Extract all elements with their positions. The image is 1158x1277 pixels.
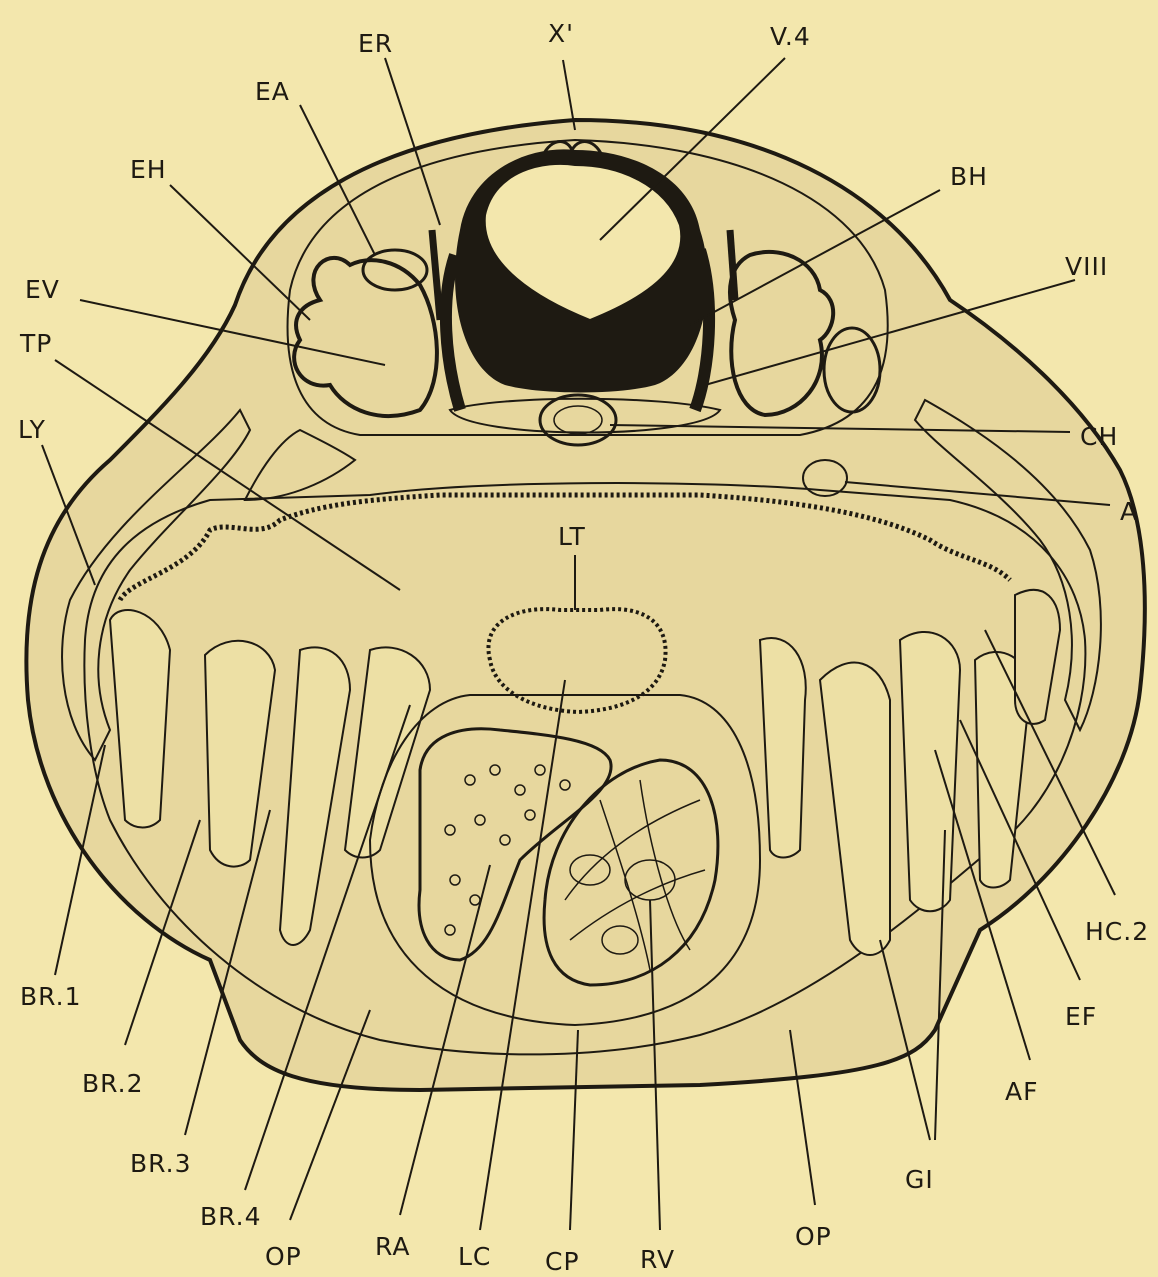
label-ra: RA (375, 1232, 410, 1261)
label-hc2: HC.2 (1085, 917, 1149, 946)
label-ea: EA (255, 77, 290, 106)
label-br4: BR.4 (200, 1202, 261, 1231)
label-lt: LT (558, 522, 586, 551)
label-op-left: OP (265, 1242, 302, 1271)
label-ch: CH (1080, 422, 1118, 451)
label-op-right: OP (795, 1222, 832, 1251)
label-af: AF (1005, 1077, 1038, 1106)
label-x: X' (548, 19, 574, 48)
label-br3: BR.3 (130, 1149, 191, 1178)
label-a: A (1120, 497, 1138, 526)
label-eh: EH (130, 155, 167, 184)
label-bh: BH (950, 162, 988, 191)
label-br2: BR.2 (82, 1069, 143, 1098)
label-er: ER (358, 29, 393, 58)
label-tp: TP (19, 329, 52, 358)
label-v4: V.4 (770, 22, 811, 51)
label-br1: BR.1 (20, 982, 81, 1011)
label-ef: EF (1065, 1002, 1097, 1031)
label-gi: GI (905, 1165, 934, 1194)
label-ly: LY (18, 415, 46, 444)
label-lc: LC (458, 1242, 491, 1271)
label-viii: VIII (1065, 252, 1108, 281)
label-cp: CP (545, 1247, 580, 1276)
label-ev: EV (25, 275, 60, 304)
label-rv: RV (640, 1245, 675, 1274)
